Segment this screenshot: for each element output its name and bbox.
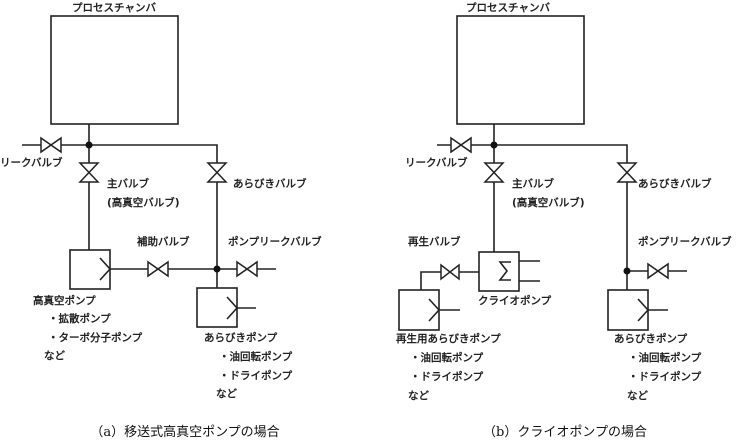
rough-pump-item: など [627, 389, 648, 402]
junction-dot [213, 265, 221, 273]
regen-pump-item: ・油回転ポンプ [410, 351, 484, 364]
regen-pump-item: など [408, 389, 429, 402]
main-valve-sub-label: (高真空バルブ) [512, 196, 585, 209]
roughing-valve-label: あらびきバルブ [638, 177, 712, 190]
hv-pump-item: ・ターボ分子ポンプ [48, 331, 143, 344]
aux-valve-label: 補助バルブ [136, 235, 190, 248]
process-chamber [456, 15, 585, 125]
leak-valve-label: リークバルブ [0, 156, 63, 169]
process-chamber-label: プロセスチャンバ [466, 1, 550, 14]
main-valve-label: 主バルブ [107, 177, 149, 190]
rough-pump-item: ・ドライポンプ [219, 369, 293, 382]
regen-valve-icon [440, 263, 460, 281]
piping [420, 124, 687, 311]
roughing-valve-icon [206, 162, 228, 183]
roughing-valve-label: あらびきバルブ [233, 177, 307, 190]
leak-valve-icon [40, 136, 62, 154]
caption-a: （a）移送式高真空ポンプの場合 [90, 424, 279, 440]
diagram-a: プロセスチャンバ リークバルブ 主バルブ (高真空バルブ) あらびきバルブ 補助… [0, 1, 322, 440]
rough-pump-item: ・油回転ポンプ [628, 351, 702, 364]
rough-pump-item: ・ドライポンプ [628, 370, 702, 383]
caption-b: （b）クライオポンプの場合 [483, 425, 647, 440]
hv-pump-item: など [44, 349, 65, 362]
high-vacuum-pump-icon [69, 249, 112, 290]
main-valve-icon [483, 162, 505, 183]
leak-valve-label: リークバルブ [405, 156, 468, 169]
main-valve-label: 主バルブ [512, 177, 554, 190]
junction-dot [623, 267, 631, 275]
hv-pump-item: ・拡散ポンプ [48, 312, 111, 325]
roughing-pump-icon [607, 289, 650, 331]
regen-pump-label: 再生用あらびきポンプ [396, 332, 501, 345]
process-chamber-label: プロセスチャンバ [72, 1, 156, 14]
cryo-pump-label: クライオポンプ [478, 294, 552, 307]
main-valve-sub-label: (高真空バルブ) [107, 196, 180, 209]
pump-leak-valve-label: ポンプリークバルブ [638, 235, 732, 248]
diagram-b: プロセスチャンバ リークバルブ 主バルブ [396, 1, 732, 440]
hv-pump-label: 高真空ポンプ [33, 294, 96, 307]
main-valve-icon [78, 162, 100, 183]
process-chamber [50, 15, 179, 125]
roughing-valve-icon [616, 162, 638, 183]
junction-dot [85, 141, 93, 149]
rough-pump-item: ・油回転ポンプ [219, 350, 293, 363]
rough-pump-label: あらびきポンプ [204, 331, 278, 344]
junction-dot [490, 141, 498, 149]
rough-pump-item: など [216, 387, 237, 400]
aux-valve-icon [147, 260, 169, 278]
pump-leak-valve-icon [236, 260, 258, 278]
regen-pump-item: ・ドライポンプ [410, 370, 484, 383]
pump-leak-valve-icon [647, 262, 669, 280]
pump-leak-valve-label: ポンプリークバルブ [228, 235, 322, 248]
roughing-pump-icon [196, 287, 239, 328]
regen-valve-label: 再生バルブ [408, 235, 461, 248]
cryo-pump-icon [478, 251, 520, 292]
rough-pump-label: あらびきポンプ [614, 332, 688, 345]
regen-roughing-pump-icon [398, 289, 441, 331]
leak-valve-icon [450, 136, 472, 154]
